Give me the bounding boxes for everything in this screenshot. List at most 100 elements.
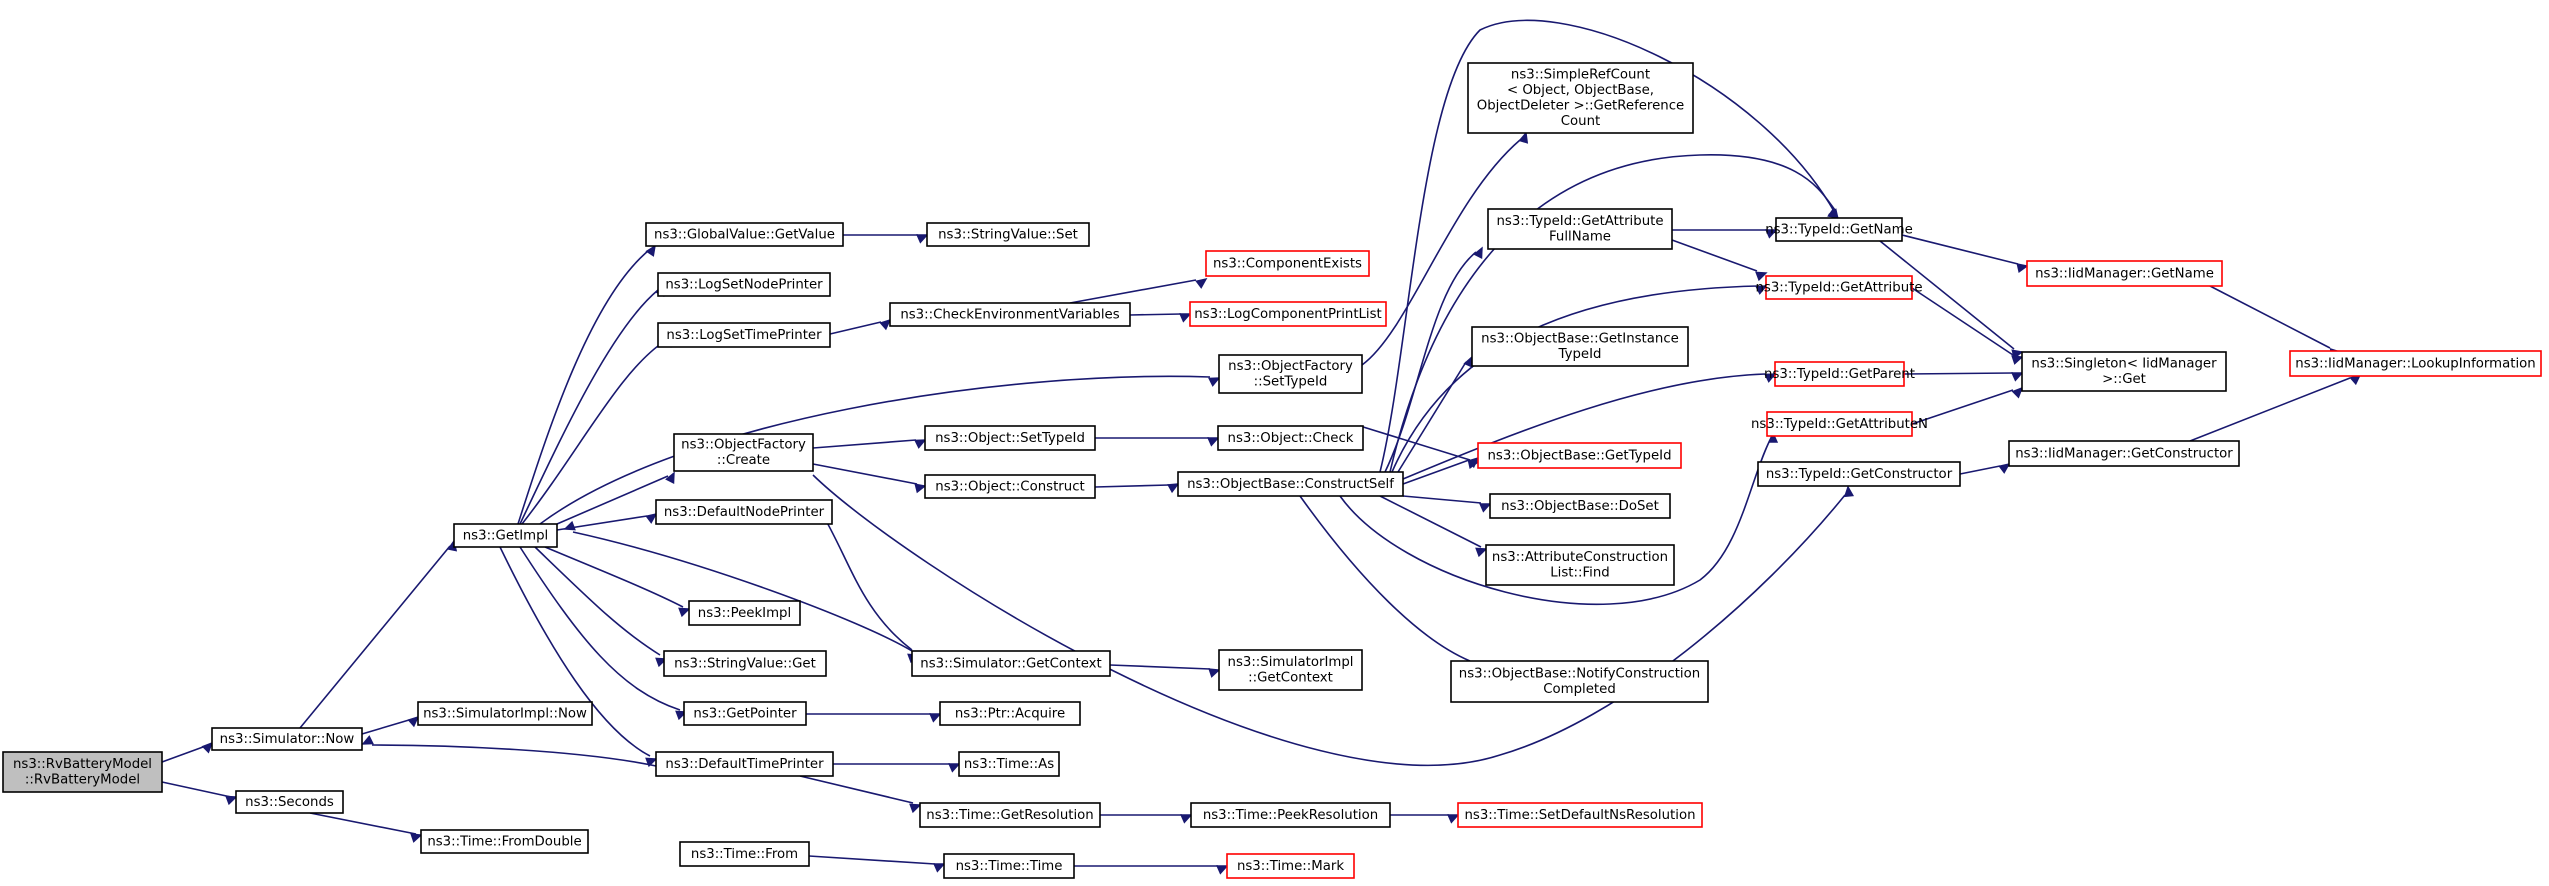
graph-node-tidgetattrn[interactable]: ns3::TypeId::GetAttributeN <box>1751 411 1928 437</box>
node-label: ns3::ObjectBase::GetTypeId <box>1487 448 1671 463</box>
graph-node-peekimpl[interactable]: ns3::PeekImpl <box>688 600 801 626</box>
graph-node-getctx[interactable]: ns3::Simulator::GetContext <box>911 650 1111 677</box>
graph-node-getimpl[interactable]: ns3::GetImpl <box>453 523 558 548</box>
graph-node-checkenv[interactable]: ns3::CheckEnvironmentVariables <box>889 302 1131 327</box>
call-edge-line <box>1379 19 1836 473</box>
arrowhead-icon <box>1473 246 1483 259</box>
call-edge-line <box>1901 234 2019 265</box>
graph-node-simimplctx[interactable]: ns3::SimulatorImpl::GetContext <box>1218 649 1363 691</box>
node-label: Count <box>1561 114 1601 129</box>
arrowhead-icon <box>933 863 946 873</box>
graph-node-setdefres[interactable]: ns3::Time::SetDefaultNsResolution <box>1457 802 1703 828</box>
node-box <box>958 751 1060 777</box>
graph-node-svget[interactable]: ns3::StringValue::Get <box>663 650 827 677</box>
call-edge <box>843 234 929 244</box>
node-box <box>420 829 589 854</box>
arrowhead-icon <box>948 763 961 773</box>
call-edge-line <box>299 545 451 729</box>
call-edge-line <box>808 855 936 865</box>
node-label: ns3::DefaultNodePrinter <box>664 505 825 520</box>
graph-node-svset[interactable]: ns3::StringValue::Set <box>926 222 1090 247</box>
graph-node-tidgetattr[interactable]: ns3::TypeId::GetAttribute <box>1755 275 1923 300</box>
graph-node-now[interactable]: ns3::Simulator::Now <box>211 727 363 751</box>
node-label: ObjectDeleter >::GetReference <box>1477 99 1684 114</box>
graph-node-obdoset[interactable]: ns3::ObjectBase::DoSet <box>1489 493 1671 519</box>
call-edge <box>1339 431 1779 606</box>
node-box <box>889 302 1131 327</box>
graph-node-iidlookup[interactable]: ns3::IidManager::LookupInformation <box>2289 350 2542 377</box>
node-box <box>645 222 844 247</box>
arrowhead-icon <box>1179 313 1192 323</box>
node-box <box>1457 802 1703 828</box>
call-edge-line <box>371 744 657 767</box>
arrowhead-icon <box>361 735 374 745</box>
graph-node-oconstruct[interactable]: ns3::Object::Construct <box>924 474 1096 499</box>
graph-node-tidgetname[interactable]: ns3::TypeId::GetName <box>1765 217 1913 242</box>
call-edge-line <box>1959 465 2001 475</box>
node-label: ns3::Simulator::GetContext <box>920 656 1101 671</box>
arrowhead-icon <box>1475 547 1488 558</box>
graph-node-iidgetname[interactable]: ns3::IidManager::GetName <box>2026 260 2223 287</box>
graph-node-compexists[interactable]: ns3::ComponentExists <box>1205 250 1370 277</box>
graph-node-getptr[interactable]: ns3::GetPointer <box>683 701 807 726</box>
node-label: ns3::IidManager::GetConstructor <box>2015 446 2233 461</box>
graph-node-obnotify[interactable]: ns3::ObjectBase::NotifyConstructionCompl… <box>1450 660 1709 703</box>
node-label: ns3::Time::Time <box>956 859 1063 874</box>
call-edge <box>161 781 238 806</box>
graph-node-obcs[interactable]: ns3::ObjectBase::ConstructSelf <box>1177 471 1404 497</box>
graph-node-seconds[interactable]: ns3::Seconds <box>235 790 344 814</box>
graph-node-defnode[interactable]: ns3::DefaultNodePrinter <box>655 499 833 525</box>
call-edge-line <box>519 546 681 711</box>
graph-node-getres[interactable]: ns3::Time::GetResolution <box>919 802 1101 828</box>
graph-node-tas[interactable]: ns3::Time::As <box>958 751 1060 777</box>
node-box <box>1477 442 1682 469</box>
graph-node-ptracq[interactable]: ns3::Ptr::Acquire <box>939 701 1081 726</box>
arrowhead-icon <box>1208 668 1221 678</box>
graph-node-ofsettype[interactable]: ns3::ObjectFactory::SetTypeId <box>1218 354 1363 394</box>
graph-node-tfrom[interactable]: ns3::Time::From <box>679 841 810 867</box>
node-box <box>663 650 827 677</box>
graph-node-ocheck[interactable]: ns3::Object::Check <box>1217 425 1364 451</box>
node-label: ns3::Time::FromDouble <box>427 834 581 849</box>
graph-node-logcomp[interactable]: ns3::LogComponentPrintList <box>1189 301 1387 327</box>
call-edge <box>1911 386 2024 425</box>
graph-node-lognode[interactable]: ns3::LogSetNodePrinter <box>657 272 831 297</box>
arrowhead-icon <box>1755 271 1768 282</box>
call-edge <box>2209 285 2342 359</box>
call-edge-line <box>1389 154 1836 473</box>
graph-node-logtime[interactable]: ns3::LogSetTimePrinter <box>657 322 831 348</box>
graph-node-ttime[interactable]: ns3::Time::Time <box>943 853 1075 879</box>
graph-node-deftime[interactable]: ns3::DefaultTimePrinter <box>655 751 834 777</box>
graph-node-ofcreate[interactable]: ns3::ObjectFactory::Create <box>673 433 814 472</box>
graph-node-settypeid[interactable]: ns3::Object::SetTypeId <box>924 425 1096 451</box>
call-edge-line <box>819 509 913 651</box>
call-edge-line <box>1402 373 1766 480</box>
graph-node-obgettid[interactable]: ns3::ObjectBase::GetTypeId <box>1477 442 1682 469</box>
call-edge <box>1672 229 1778 239</box>
graph-node-simnow[interactable]: ns3::SimulatorImpl::Now <box>417 701 593 726</box>
graph-node-tidgetparent[interactable]: ns3::TypeId::GetParent <box>1764 361 1915 387</box>
graph-node-iidgetctor[interactable]: ns3::IidManager::GetConstructor <box>2008 440 2240 467</box>
arrowhead-icon <box>1518 131 1529 144</box>
call-edge-line <box>1339 439 1771 606</box>
graph-node-srcgetref[interactable]: ns3::SimpleRefCount< Object, ObjectBase,… <box>1467 62 1694 134</box>
graph-node-tidgetctor[interactable]: ns3::TypeId::GetConstructor <box>1757 461 1961 487</box>
node-box <box>657 272 831 297</box>
call-edge <box>819 509 920 664</box>
graph-node-singleton[interactable]: ns3::Singleton< IidManager>::Get <box>2021 351 2227 392</box>
call-edge-line <box>1911 287 2014 356</box>
graph-node-peekres[interactable]: ns3::Time::PeekResolution <box>1190 802 1391 828</box>
call-edge-line <box>1402 495 1482 504</box>
graph-node-gvget[interactable]: ns3::GlobalValue::GetValue <box>645 222 844 247</box>
graph-node-fromdouble[interactable]: ns3::Time::FromDouble <box>420 829 589 854</box>
node-box <box>688 600 801 626</box>
call-edge <box>1402 495 1492 513</box>
call-edge <box>563 520 913 652</box>
node-label: ns3::ObjectBase::NotifyConstruction <box>1459 667 1700 682</box>
graph-node-tmark[interactable]: ns3::Time::Mark <box>1226 853 1355 879</box>
call-edge-line <box>2209 285 2331 349</box>
